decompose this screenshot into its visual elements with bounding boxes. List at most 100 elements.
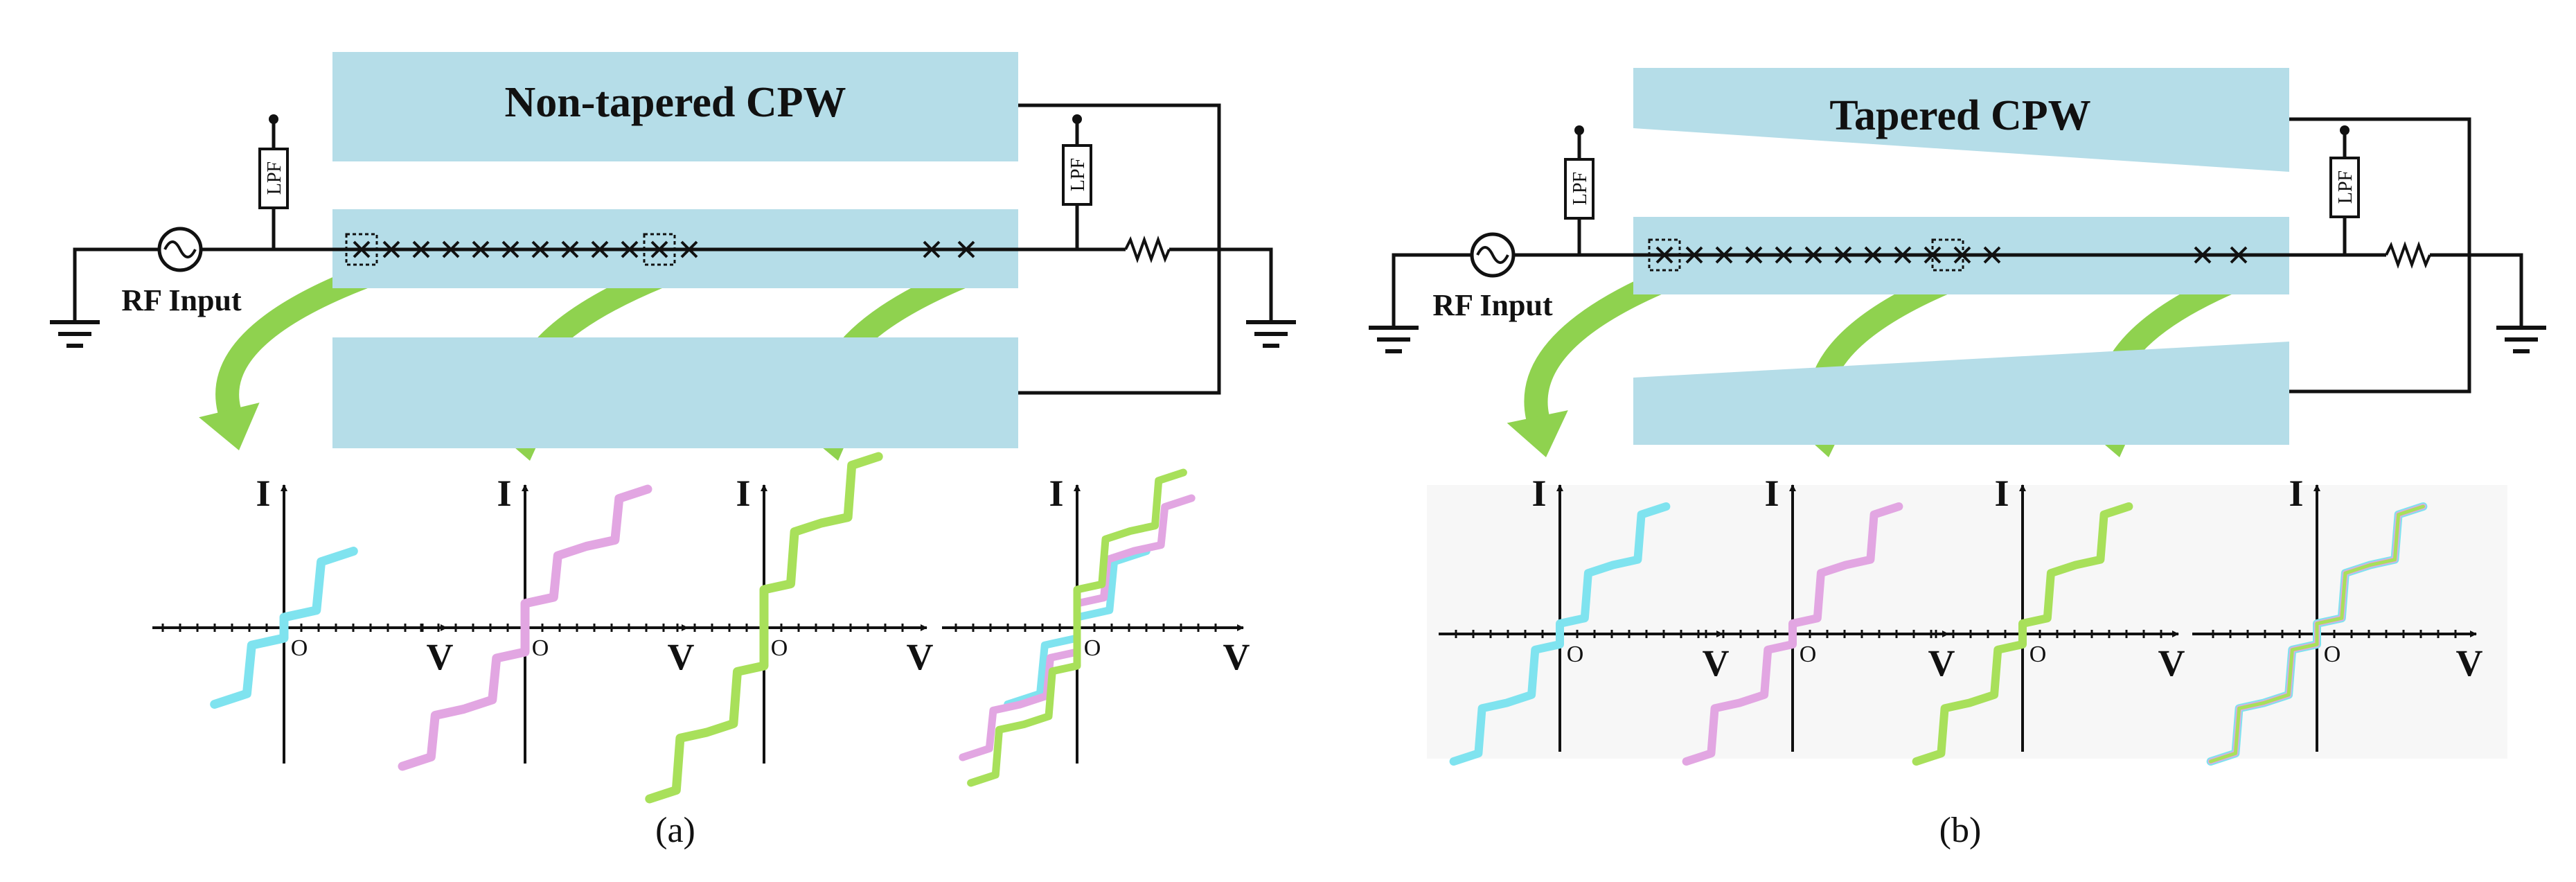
cpw-top-ground-b — [1633, 68, 2289, 172]
cpw-top-ground-a — [332, 52, 1018, 161]
junction-cross — [1864, 246, 1882, 264]
iv-axes: I V O — [152, 473, 454, 764]
iv-axes: I V O — [1689, 473, 1955, 752]
resistor-icon-b — [2385, 241, 2431, 269]
junction-cross — [442, 240, 460, 258]
ground-symbol-a-right — [1246, 320, 1296, 348]
cpw-title-b: Tapered CPW — [1829, 92, 2090, 139]
junction-cross — [1655, 246, 1673, 264]
ground-symbol-b-right — [2496, 326, 2546, 353]
origin-label: O — [771, 635, 788, 661]
iv-axes: I V O — [1439, 473, 1730, 752]
current-axis-label: I — [1049, 473, 1063, 514]
iv-curve — [398, 484, 652, 771]
iv-axes: I V O — [942, 473, 1250, 764]
iv-curve — [210, 547, 358, 709]
origin-label: O — [2324, 642, 2341, 667]
origin-label: O — [291, 635, 308, 661]
resistor-icon-a — [1124, 236, 1171, 263]
origin-label: O — [1800, 642, 1817, 667]
voltage-axis-label: V — [2456, 642, 2483, 684]
iv-plots-b-background — [1427, 485, 2507, 759]
origin-label: O — [2029, 642, 2047, 667]
junction-cross — [957, 240, 975, 258]
caption-a: (a) — [655, 811, 695, 850]
junction-cross — [1894, 246, 1912, 264]
lpf-right-a: LPF — [1062, 114, 1092, 206]
junction-cross — [1715, 246, 1733, 264]
circuit-wiring-a — [73, 103, 1273, 395]
lpf-label-a-right: LPF — [1067, 158, 1089, 191]
rf-source-icon-b — [1470, 232, 1516, 278]
junction-cross — [1804, 246, 1822, 264]
iv-curve — [967, 468, 1187, 787]
mapping-arrow — [1507, 269, 1676, 457]
iv-axes: I V O — [2192, 473, 2483, 752]
voltage-axis-label: V — [1223, 636, 1250, 678]
iv-axes: IVO — [660, 473, 934, 764]
junction-cross — [1834, 246, 1852, 264]
junction-cross — [2230, 246, 2248, 264]
junction-highlight-box — [345, 233, 378, 266]
voltage-axis-label: V — [668, 636, 695, 678]
junction-cross — [591, 240, 609, 258]
junction-cross — [1685, 246, 1703, 264]
junction-cross — [412, 240, 430, 258]
origin-label: O — [1567, 642, 1584, 667]
junction-cross — [531, 240, 549, 258]
junction-cross — [353, 240, 371, 258]
junction-cross — [1775, 246, 1793, 264]
junction-array-a — [345, 233, 975, 266]
ground-symbol-a-left — [50, 320, 100, 348]
junction-highlight-box — [1931, 238, 1964, 272]
iv-curve — [645, 452, 883, 804]
rf-input-label-a: RF Input — [121, 283, 242, 317]
current-axis-label: I — [1994, 473, 2009, 514]
voltage-axis-label: V — [907, 636, 934, 678]
iv-curve — [1682, 502, 1903, 766]
junction-cross — [1745, 246, 1763, 264]
junction-cross — [650, 240, 668, 258]
junction-highlight-box — [643, 233, 676, 266]
lpf-label-a-left: LPF — [264, 161, 285, 195]
panel-a: Non-tapered CPW RF Input — [50, 52, 1296, 850]
ground-symbol-b-left — [1369, 326, 1419, 353]
cpw-title-a: Non-tapered CPW — [504, 79, 846, 126]
junction-cross — [382, 240, 400, 258]
iv-curve — [2209, 504, 2425, 764]
current-axis-label: I — [1764, 473, 1779, 514]
rf-source-icon-a — [157, 227, 203, 272]
voltage-axis-label: V — [2158, 642, 2185, 684]
voltage-axis-label: V — [1703, 642, 1730, 684]
current-axis-label: I — [1531, 473, 1546, 514]
origin-label: O — [1084, 635, 1101, 661]
current-axis-label: I — [2289, 473, 2303, 514]
mapping-arrow — [199, 265, 375, 450]
lpf-label-b-right: LPF — [2335, 170, 2356, 204]
cpw-bottom-ground-a — [332, 337, 1018, 448]
junction-cross — [621, 240, 639, 258]
voltage-axis-label: V — [427, 636, 454, 678]
current-axis-label: I — [256, 473, 270, 514]
lpf-left-a: LPF — [258, 114, 289, 209]
iv-curve — [1912, 502, 2133, 766]
junction-cross — [680, 240, 698, 258]
lpf-label-b-left: LPF — [1570, 172, 1591, 205]
iv-plots-b: I V O I V O I V O I V O — [1439, 473, 2483, 766]
junction-cross — [1983, 246, 2001, 264]
junction-highlight-box — [1648, 238, 1681, 272]
origin-label: O — [532, 635, 549, 661]
panel-b: Tapered CPW RF Input LPF — [1369, 68, 2546, 850]
voltage-axis-label: V — [1928, 642, 1955, 684]
lpf-left-b: LPF — [1564, 125, 1595, 220]
current-axis-label: I — [497, 473, 511, 514]
junction-cross — [472, 240, 490, 258]
lpf-right-b: LPF — [2329, 125, 2360, 218]
iv-axes: I V O — [1919, 473, 2185, 752]
junction-cross — [561, 240, 579, 258]
junction-cross — [2194, 246, 2212, 264]
junction-cross — [501, 240, 519, 258]
caption-b: (b) — [1939, 811, 1982, 850]
